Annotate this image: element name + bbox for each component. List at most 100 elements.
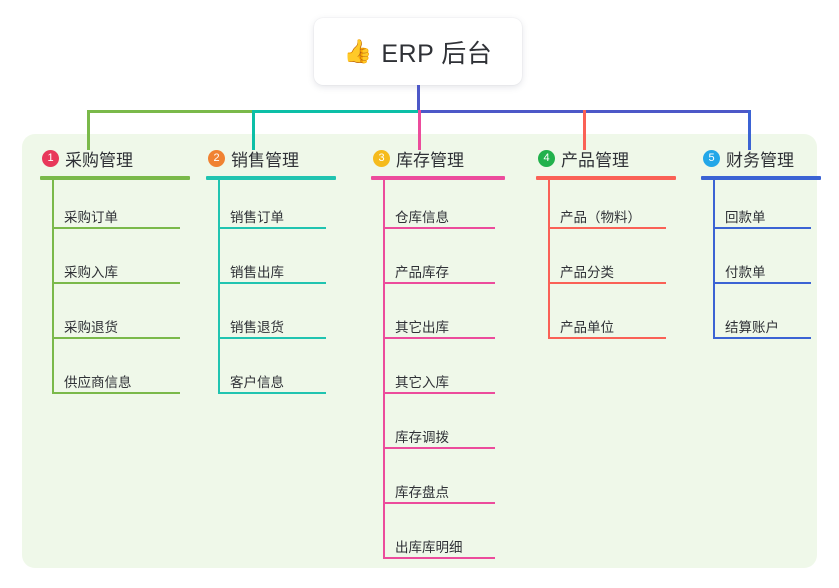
leaf-rule [383, 447, 495, 449]
leaf-node[interactable]: 产品单位 [536, 290, 676, 345]
branch-title: 销售管理 [231, 151, 299, 170]
leaf-node[interactable]: 产品分类 [536, 235, 676, 290]
drop-2 [252, 110, 255, 150]
leaf-node[interactable]: 库存盘点 [371, 455, 505, 510]
leaf-label: 库存调拨 [395, 430, 449, 445]
leaf-label: 供应商信息 [64, 375, 132, 390]
branch-spine [218, 180, 220, 394]
leaf-node[interactable]: 结算账户 [701, 290, 821, 345]
green-segment [87, 110, 255, 113]
teal-segment [252, 110, 421, 113]
branch-title: 财务管理 [726, 151, 794, 170]
branch-column-3[interactable]: 3 库存管理仓库信息产品库存其它出库其它入库库存调拨库存盘点出库库明细 [371, 146, 505, 565]
leaf-node[interactable]: 销售退货 [206, 290, 336, 345]
leaf-rule [713, 227, 811, 229]
leaf-node[interactable]: 销售订单 [206, 180, 336, 235]
branch-items: 回款单付款单结算账户 [701, 180, 821, 345]
branch-header-rule [701, 176, 821, 180]
branch-title: 产品管理 [561, 151, 629, 170]
leaf-label: 采购退货 [64, 320, 118, 335]
leaf-label: 产品库存 [395, 265, 449, 280]
leaf-rule [52, 337, 180, 339]
leaf-label: 其它出库 [395, 320, 449, 335]
trunk-line [417, 85, 420, 113]
branch-header-rule [371, 176, 505, 180]
leaf-rule [713, 337, 811, 339]
leaf-rule [383, 502, 495, 504]
leaf-node[interactable]: 回款单 [701, 180, 821, 235]
branch-number-badge: 5 [703, 150, 720, 167]
leaf-rule [548, 282, 666, 284]
leaf-rule [383, 557, 495, 559]
branch-spine [52, 180, 54, 394]
drop-3 [418, 110, 421, 150]
leaf-rule [548, 227, 666, 229]
leaf-node[interactable]: 销售出库 [206, 235, 336, 290]
leaf-label: 采购订单 [64, 210, 118, 225]
leaf-label: 采购入库 [64, 265, 118, 280]
leaf-node[interactable]: 产品库存 [371, 235, 505, 290]
branch-title: 采购管理 [65, 151, 133, 170]
branch-header-3[interactable]: 3 库存管理 [371, 146, 505, 171]
leaf-rule [218, 392, 326, 394]
leaf-node[interactable]: 采购退货 [40, 290, 190, 345]
branch-items: 销售订单销售出库销售退货客户信息 [206, 180, 336, 400]
branch-number-badge: 4 [538, 150, 555, 167]
leaf-rule [218, 337, 326, 339]
leaf-label: 仓库信息 [395, 210, 449, 225]
branch-number-badge: 3 [373, 150, 390, 167]
branch-title: 库存管理 [396, 151, 464, 170]
leaf-label: 销售退货 [230, 320, 284, 335]
leaf-label: 结算账户 [725, 320, 779, 335]
branch-column-5[interactable]: 5 财务管理回款单付款单结算账户 [701, 146, 821, 345]
branch-number-badge: 1 [42, 150, 59, 167]
leaf-rule [713, 282, 811, 284]
leaf-node[interactable]: 其它入库 [371, 345, 505, 400]
branch-header-rule [206, 176, 336, 180]
leaf-node[interactable]: 产品（物料） [536, 180, 676, 235]
leaf-label: 产品分类 [560, 265, 614, 280]
branch-items: 采购订单采购入库采购退货供应商信息 [40, 180, 190, 400]
content-panel [22, 134, 817, 568]
branch-column-4[interactable]: 4 产品管理产品（物料） 产品分类产品单位 [536, 146, 676, 345]
root-node[interactable]: 👍 ERP 后台 [314, 18, 522, 85]
branch-header-1[interactable]: 1 采购管理 [40, 146, 190, 171]
leaf-label: 付款单 [725, 265, 766, 280]
leaf-label: 销售订单 [230, 210, 284, 225]
branch-number-badge: 2 [208, 150, 225, 167]
branch-column-1[interactable]: 1 采购管理采购订单采购入库采购退货供应商信息 [40, 146, 190, 400]
leaf-node[interactable]: 客户信息 [206, 345, 336, 400]
leaf-rule [383, 392, 495, 394]
leaf-label: 产品单位 [560, 320, 614, 335]
branch-items: 产品（物料） 产品分类产品单位 [536, 180, 676, 345]
leaf-label: 产品（物料） [560, 210, 641, 225]
leaf-label: 销售出库 [230, 265, 284, 280]
leaf-node[interactable]: 采购订单 [40, 180, 190, 235]
branch-spine [383, 180, 385, 559]
leaf-rule [52, 282, 180, 284]
leaf-rule [52, 392, 180, 394]
branch-header-5[interactable]: 5 财务管理 [701, 146, 821, 171]
leaf-node[interactable]: 库存调拨 [371, 400, 505, 455]
drop-1 [87, 110, 90, 150]
branch-header-rule [40, 176, 190, 180]
leaf-node[interactable]: 出库库明细 [371, 510, 505, 565]
root-title: ERP 后台 [381, 39, 493, 68]
leaf-rule [383, 227, 495, 229]
leaf-label: 出库库明细 [395, 540, 463, 555]
leaf-node[interactable]: 其它出库 [371, 290, 505, 345]
leaf-node[interactable]: 仓库信息 [371, 180, 505, 235]
leaf-rule [548, 337, 666, 339]
drop-5 [748, 110, 751, 150]
leaf-node[interactable]: 供应商信息 [40, 345, 190, 400]
leaf-node[interactable]: 采购入库 [40, 235, 190, 290]
leaf-rule [383, 282, 495, 284]
leaf-rule [52, 227, 180, 229]
leaf-label: 客户信息 [230, 375, 284, 390]
branch-header-2[interactable]: 2 销售管理 [206, 146, 336, 171]
leaf-node[interactable]: 付款单 [701, 235, 821, 290]
branch-header-rule [536, 176, 676, 180]
branch-column-2[interactable]: 2 销售管理销售订单销售出库销售退货客户信息 [206, 146, 336, 400]
branch-header-4[interactable]: 4 产品管理 [536, 146, 676, 171]
